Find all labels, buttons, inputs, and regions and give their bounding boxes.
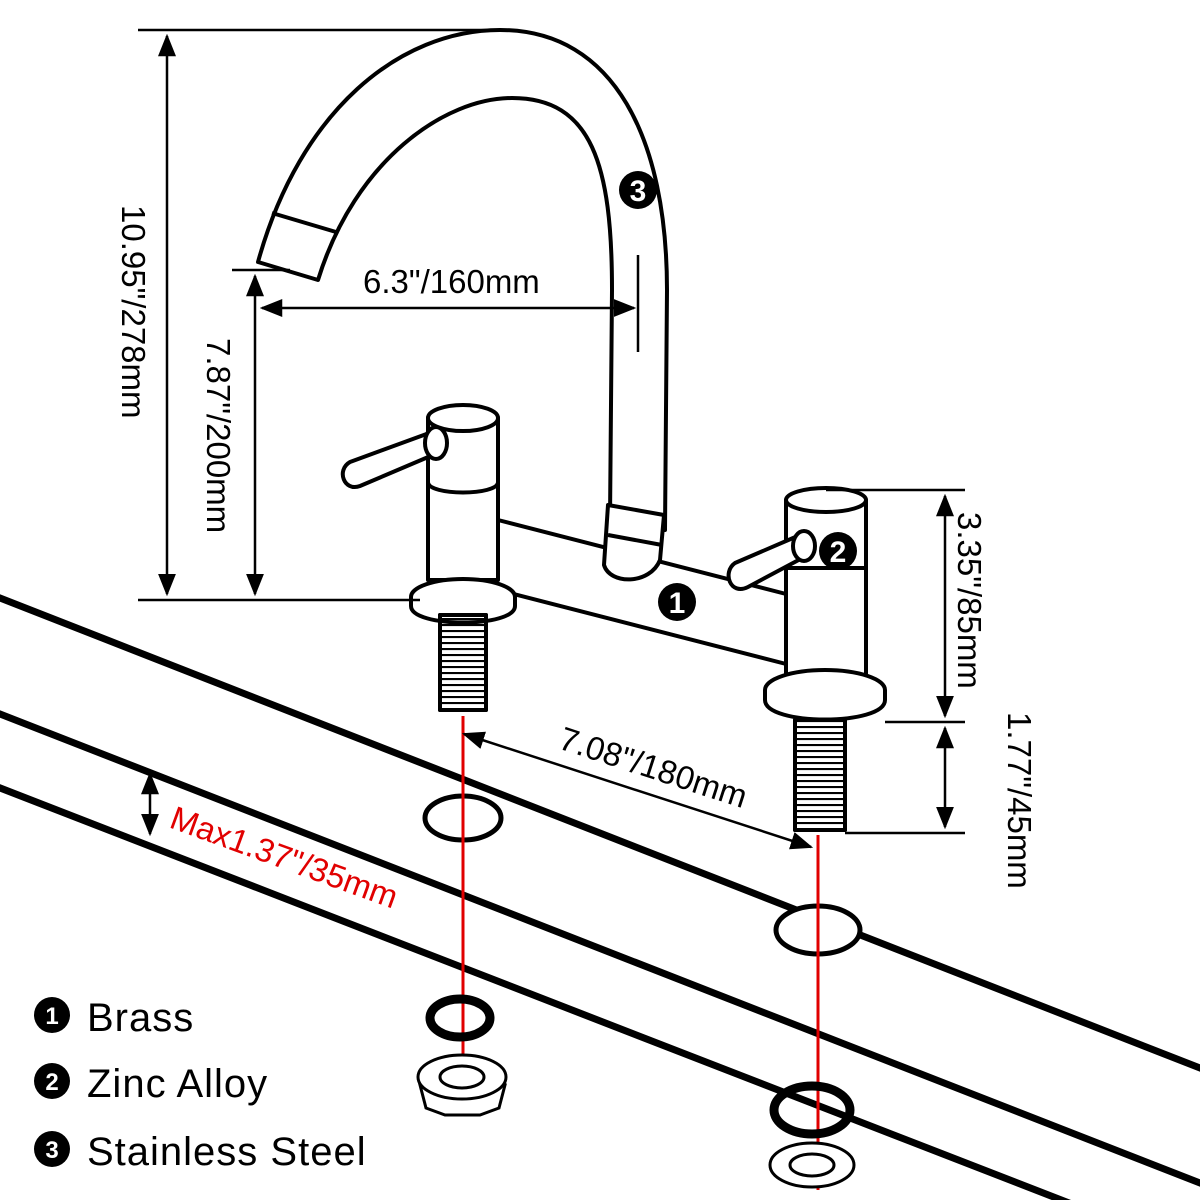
svg-text:2: 2: [830, 536, 847, 569]
legend-item-brass: 1 Brass: [34, 996, 194, 1040]
left-handle-body: [426, 476, 500, 582]
marker-zinc-alloy: 2: [819, 532, 857, 570]
svg-text:2: 2: [45, 1069, 58, 1096]
left-shank: [438, 613, 488, 712]
dimension-lines: [138, 28, 965, 850]
rubber-washer-left: [425, 994, 495, 1042]
center-spacing-label: 7.08"/180mm: [555, 719, 752, 814]
rubber-washer-right: [769, 1081, 855, 1139]
svg-text:Brass: Brass: [87, 996, 194, 1040]
spout-base-collar: [602, 503, 666, 582]
marker-stainless-steel: 3: [619, 171, 657, 209]
svg-text:Stainless Steel: Stainless Steel: [87, 1130, 367, 1174]
material-legend: 1 Brass 2 Zinc Alloy 3 Stainless Steel: [34, 996, 367, 1174]
lock-nut-right: [768, 1141, 856, 1189]
countertop-edge-middle: [0, 710, 1200, 1187]
gooseneck-spout: [256, 28, 669, 532]
right-flange-side: [763, 690, 887, 722]
spout-tip-band: [271, 211, 337, 234]
marker-brass: 1: [658, 583, 696, 621]
svg-text:1: 1: [669, 587, 686, 620]
svg-text:3: 3: [630, 175, 647, 208]
faucet: [256, 28, 887, 832]
center-spacing-arrow: [461, 731, 814, 850]
right-shank: [793, 718, 847, 832]
spout-height-label: 7.87"/200mm: [200, 338, 237, 533]
svg-text:3: 3: [45, 1137, 58, 1164]
lock-nut-left: [416, 1053, 508, 1117]
svg-text:1: 1: [45, 1003, 58, 1030]
svg-text:Zinc Alloy: Zinc Alloy: [87, 1062, 268, 1106]
countertop-edge-bottom: [0, 784, 1072, 1200]
center-lines: [461, 716, 820, 1190]
spout-reach-label: 6.3"/160mm: [363, 263, 540, 300]
total-height-label: 10.95"/278mm: [115, 205, 152, 419]
shank-length-label: 1.77"/45mm: [1001, 712, 1038, 889]
legend-item-zinc-alloy: 2 Zinc Alloy: [34, 1062, 268, 1106]
legend-item-stainless-steel: 3 Stainless Steel: [34, 1130, 367, 1174]
right-handle-cap-top: [784, 486, 868, 514]
hardware: [416, 994, 856, 1189]
left-handle-cap-top: [426, 403, 500, 433]
countertop: [0, 594, 1200, 1200]
right-lever-hub: [791, 529, 817, 563]
left-lever-hub: [423, 425, 449, 461]
handle-height-label: 3.35"/85mm: [951, 512, 988, 689]
left-lever: [340, 430, 442, 489]
right-handle-body: [784, 498, 868, 697]
